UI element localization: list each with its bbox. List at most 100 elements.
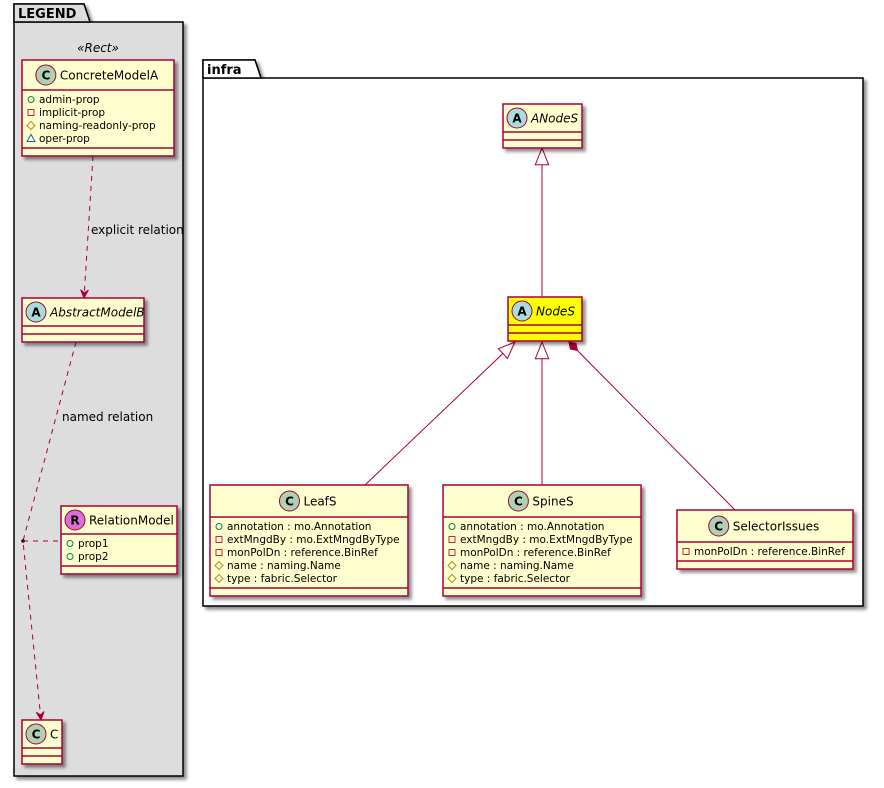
class-icon: C [507,490,529,512]
private-visibility-icon [448,536,456,543]
class-name: SelectorIssues [733,520,820,534]
class-attribute: extMngdBy : mo.ExtMngdByType [448,534,633,546]
class-attribute: implicit-prop [27,107,105,119]
class-name: SpineS [532,495,573,509]
attribute-text: monPolDn : reference.BinRef [460,547,611,559]
attribute-text: extMngdBy : mo.ExtMngdByType [227,534,400,546]
public-visibility-icon [215,523,223,530]
public-visibility-icon [448,523,456,530]
stereotype-circle [506,107,528,129]
attribute-text: naming-readonly-prop [39,120,156,132]
stereotype-letter: C [285,495,294,509]
attribute-text: monPolDn : reference.BinRef [694,546,845,558]
class-attribute: monPolDn : reference.BinRef [682,546,845,558]
class-attribute: annotation : mo.Annotation [448,521,604,533]
class-spines[interactable]: C SpineS annotation : mo.AnnotationextMngd… [442,484,642,597]
class-icon: C [25,723,47,745]
class-attribute: prop1 [66,538,109,550]
private-visibility-icon [448,549,456,556]
attribute-text: name : naming.Name [227,560,341,572]
public-visibility-icon [27,96,35,103]
edges-layer [21,146,736,722]
class-name: ANodeS [530,112,579,126]
attribute-text: oper-prop [39,133,90,145]
private-visibility-icon [215,549,223,556]
stereotype-letter: A [517,305,527,319]
class-selector-issues[interactable]: C SelectorIssues monPolDn : reference.BinR… [676,509,854,570]
package-visibility-icon [26,133,36,142]
class-attribute: prop2 [66,551,109,563]
class-attribute: naming-readonly-prop [26,120,156,132]
private-visibility-icon [215,536,223,543]
stereotype-letter: C [32,728,41,742]
stereotype-letter: C [514,495,523,509]
abstract-class-icon: A [25,301,47,323]
stereotype-letter: R [70,514,79,528]
package-tab-shape [202,59,263,79]
class-leafs[interactable]: C LeafS annotation : mo.AnnotationextMngdB… [209,484,409,597]
class-nodes[interactable]: A NodeS [507,296,583,342]
private-visibility-icon [27,109,35,116]
stereotype-letter: A [512,112,522,126]
class-attribute: oper-prop [26,133,90,145]
class-attribute: type : fabric.Selector [214,573,338,585]
class-icon: C [35,64,57,86]
class-icon: C [708,515,730,537]
stereotype-letter: C [714,520,723,534]
class-box [209,484,409,597]
package-name: infra [207,63,242,78]
class-attribute: annotation : mo.Annotation [215,521,371,533]
class-icon: C [278,490,300,512]
attribute-text: prop1 [78,538,109,550]
class-name: NodeS [536,305,575,319]
attribute-text: annotation : mo.Annotation [227,521,371,533]
public-visibility-icon [66,553,74,560]
stereotype-circle [708,515,730,537]
attribute-text: name : naming.Name [460,560,574,572]
stereotype-circle [35,64,57,86]
attribute-text: annotation : mo.Annotation [460,521,604,533]
class-attribute: monPolDn : reference.BinRef [448,547,611,559]
class-anodes[interactable]: A ANodeS [502,103,583,149]
class-name: ConcreteModelA [60,69,159,83]
protected-visibility-icon [214,560,224,571]
named-relation-label: named relation [62,410,153,424]
class-abstract-model-b[interactable]: A AbstractModelB [21,297,145,343]
class-attribute: monPolDn : reference.BinRef [215,547,378,559]
explicit-relation-edge [83,155,94,299]
public-visibility-icon [66,540,74,547]
stereotype-letter: A [31,306,41,320]
package-tab-shape [13,3,92,23]
class-name: RelationModel [89,514,174,528]
package-name: LEGEND [18,7,77,22]
legend-stereotype: «Rect» [77,41,119,55]
class-name: AbstractModelB [49,306,145,320]
stereotype-circle [25,723,47,745]
protected-visibility-icon [214,573,224,584]
stereotype-letter: C [41,69,50,83]
attribute-text: implicit-prop [39,107,105,119]
class-attribute: type : fabric.Selector [447,573,571,585]
class-concrete-model-a[interactable]: C ConcreteModelA admin-propimplicit-propna… [21,59,175,157]
class-attribute: admin-prop [27,94,100,106]
attribute-text: monPolDn : reference.BinRef [227,547,378,559]
stereotype-circle [278,490,300,512]
class-box [676,509,854,570]
abstract-class-icon: A [511,300,533,322]
attribute-text: admin-prop [39,94,100,106]
stereotype-circle [64,509,86,531]
relation-class-icon: R [64,509,86,531]
class-attribute: extMngdBy : mo.ExtMngdByType [215,534,400,546]
protected-visibility-icon [447,573,457,584]
protected-visibility-icon [447,560,457,571]
class-name: LeafS [303,495,336,509]
attribute-text: type : fabric.Selector [460,573,571,585]
protected-visibility-icon [26,120,36,131]
stereotype-circle [511,300,533,322]
attribute-text: extMngdBy : mo.ExtMngdByType [460,534,633,546]
class-name: C [50,728,58,742]
